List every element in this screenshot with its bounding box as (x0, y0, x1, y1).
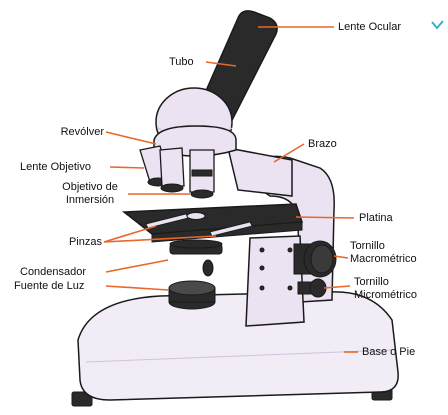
leader-fuente-luz (106, 286, 168, 290)
label-fuente-luz: Fuente de Luz (14, 280, 84, 293)
label-tornillo-micro-line1: Tornillo (354, 276, 389, 289)
label-lente-ocular: Lente Ocular (338, 21, 401, 34)
label-pinzas: Pinzas (40, 236, 102, 249)
corner-mark-icon (432, 21, 443, 28)
label-lente-objetivo: Lente Objetivo (20, 161, 91, 174)
coarse-focus-knob (294, 241, 336, 277)
label-objetivo-inmersion-line2: Inmersión (50, 194, 130, 207)
label-brazo: Brazo (308, 138, 337, 151)
label-tornillo-macro-line2: Macrométrico (350, 253, 417, 266)
objective-lenses (140, 146, 214, 198)
fine-focus-knob (298, 279, 326, 297)
leader-condensador (106, 260, 168, 272)
microscope-base (78, 292, 398, 400)
label-objetivo-inmersion-line1: Objetivo de (50, 181, 130, 194)
label-base-pie: Base o Pie (362, 346, 415, 359)
leader-revolver (106, 132, 156, 144)
label-tornillo-macro-line1: Tornillo (350, 240, 385, 253)
label-tubo: Tubo (169, 56, 194, 69)
leader-platina (296, 217, 354, 218)
label-tornillo-micro-line2: Micrométrico (354, 289, 417, 302)
light-source (169, 281, 215, 309)
label-condensador: Condensador (20, 266, 86, 279)
label-revolver: Revólver (30, 126, 104, 139)
leader-lente-objetivo (110, 167, 144, 168)
label-platina: Platina (359, 212, 393, 225)
